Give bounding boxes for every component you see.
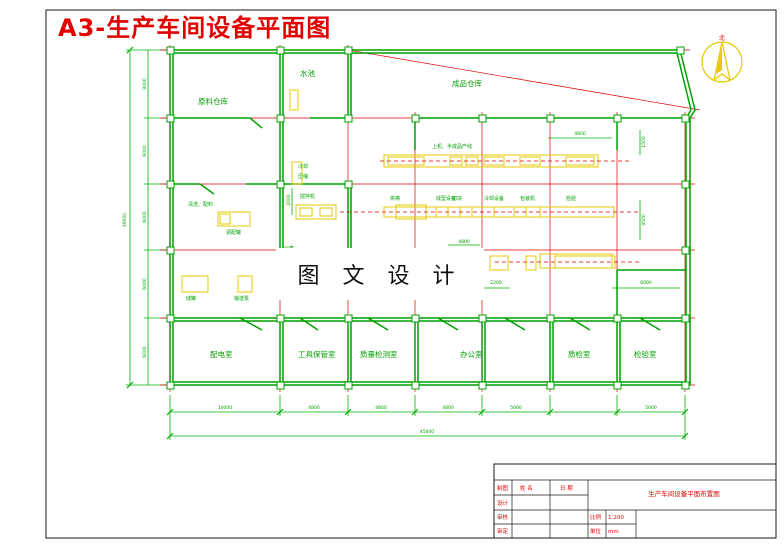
- dim-top-right: 4800: [574, 131, 586, 137]
- tb-drawing-name: 生产车间设备平面布置图: [648, 489, 720, 498]
- title-block: 制图 姓 名 日 期 设计 审核 审定 比例 1:200 单位 mm 生产车间设…: [493, 463, 777, 539]
- dim-bottom-1: 10000: [218, 405, 232, 411]
- room-water-label: 水池: [300, 68, 315, 78]
- dim-bottom-4: 4800: [442, 405, 454, 411]
- tb-unit-value: mm: [608, 529, 619, 535]
- dim-vertical-1: 2000: [286, 194, 292, 206]
- dim-bottom-3: 4800: [375, 405, 387, 411]
- dim-left-5: 6000: [142, 346, 148, 358]
- north-arrow-icon: 北: [701, 34, 743, 83]
- equipment-label-3: 搅拌机: [300, 193, 315, 200]
- dim-mid-3: 2200: [490, 280, 502, 286]
- dimension-texts: 39000 9000 6000 6000 6000 6000 10000 480…: [122, 78, 657, 435]
- room-prep-label: 质检室: [568, 349, 591, 359]
- room-check-label: 检验室: [634, 349, 657, 359]
- dim-bottom-6: 5000: [645, 405, 657, 411]
- dim-mid-4: 6000: [640, 280, 652, 286]
- equipment-label-1: 冷却: [298, 163, 308, 170]
- room-power-label: 配电室: [210, 349, 233, 359]
- room-labels: 原料仓库 水池 成品仓库 配电室 工具保管室 质量检测室 办公室 质检室 检验室: [198, 68, 657, 359]
- dim-right-1: 1500: [641, 136, 647, 148]
- process-lines: [340, 160, 640, 263]
- tb-scale-value: 1:200: [608, 515, 624, 521]
- room-product-store-label: 成品仓库: [452, 78, 482, 88]
- sheet-frame: [45, 9, 777, 539]
- dimension-ticks: [126, 46, 689, 440]
- tb-row2-label: 设计: [497, 499, 509, 507]
- equipment-label-4: 烘烤: [390, 195, 400, 202]
- tb-unit-label: 单位: [590, 527, 602, 535]
- equipment-label-10: 清洗、配料: [188, 201, 213, 208]
- tb-name-label: 姓 名: [520, 484, 533, 492]
- dim-bottom-total: 45000: [420, 429, 434, 435]
- equipment-label-11: 调配罐: [226, 229, 241, 236]
- tb-scale-label: 比例: [590, 513, 602, 521]
- equipment-label-9: 检验: [566, 195, 576, 202]
- north-label: 北: [719, 34, 725, 42]
- equipment-label-5: 成型设备: [436, 195, 456, 202]
- equipment-label-13: 输送泵: [234, 295, 249, 302]
- structural-columns: [166, 46, 690, 390]
- equipment-label-2: 压缩: [298, 173, 308, 180]
- dim-left-4: 6000: [142, 278, 148, 290]
- dim-left-total: 39000: [122, 213, 128, 227]
- page-title: A3-生产车间设备平面图: [58, 14, 332, 42]
- equipment-label-7: 冷却设备: [484, 195, 504, 202]
- equipment-label-8: 包装机: [520, 195, 535, 202]
- watermark-text: 图 文 设 计: [276, 248, 484, 300]
- tb-row3-label: 审核: [497, 513, 509, 521]
- dim-bottom-2: 4800: [308, 405, 320, 411]
- tb-row4-label: 审定: [497, 527, 509, 535]
- room-office-label: 办公室: [460, 349, 483, 359]
- equipment-line-label: 上机、半成品产线: [432, 143, 472, 150]
- dim-left-1: 9000: [142, 78, 148, 90]
- dim-right-2: 4500: [641, 214, 647, 226]
- tb-date-label: 日 期: [560, 485, 573, 492]
- dim-left-3: 6000: [142, 211, 148, 223]
- dim-left-2: 6000: [142, 145, 148, 157]
- room-raw-store-label: 原料仓库: [198, 96, 228, 106]
- room-lab-label: 质量检测室: [360, 349, 398, 359]
- tb-row1-label: 制图: [497, 484, 509, 492]
- axis-lines: [160, 45, 701, 392]
- room-tools-label: 工具保管室: [298, 349, 336, 359]
- dim-bottom-5: 5000: [510, 405, 522, 411]
- equipment-label-12: 储罐: [186, 295, 196, 302]
- dim-mid-2: 4800: [458, 239, 470, 245]
- equipment-label-6: 切块: [452, 195, 462, 202]
